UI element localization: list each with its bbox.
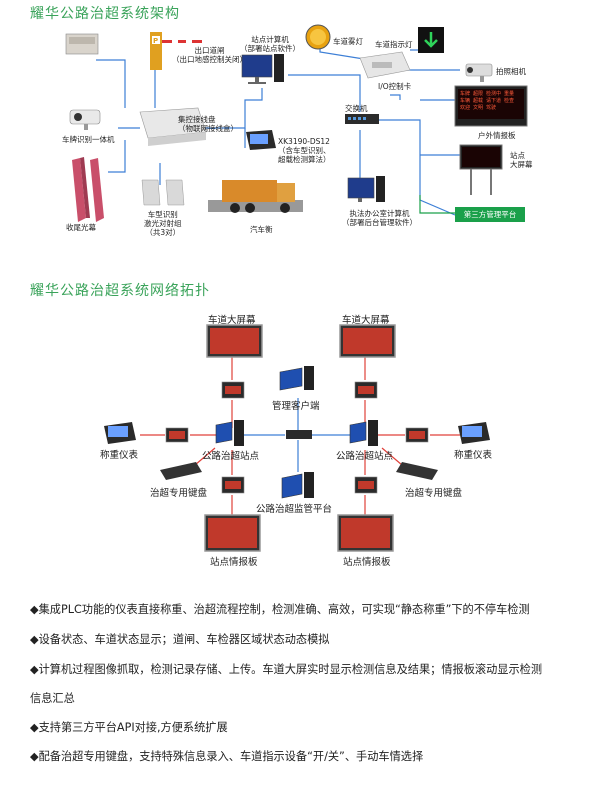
svg-text:P: P	[153, 37, 158, 45]
barrier-label: 出口道闸 （出口地感控制关闭）	[172, 46, 247, 64]
platform-pc-device	[281, 472, 314, 499]
site-pc-label: 站点计算机 （部署站点软件）	[240, 35, 300, 53]
feature-3-continued: 信息汇总	[30, 692, 75, 705]
keyboard-left-device	[160, 462, 202, 480]
feature-5: ◆配备治超专用键盘，支持特殊信息录入、车道指示设备“开/关”、手动车情选择	[30, 750, 424, 763]
light-curtain-label: 收尾光幕	[66, 223, 96, 232]
distribution-box-device	[65, 33, 99, 55]
led-line-2: 车辆 超载 请下道 检查	[460, 98, 515, 104]
weigh-left-label: 称重仪表	[100, 450, 139, 461]
plate-camera-device	[69, 109, 101, 130]
site-computer-left-device	[215, 420, 244, 446]
switch-label: 交换机	[345, 104, 368, 113]
laser-device	[141, 179, 185, 206]
feature-4: ◆支持第三方平台API对接,方便系统扩展	[30, 721, 228, 734]
site-pc-device	[241, 54, 284, 84]
feature-1: ◆集成PLC功能的仪表直接称重、治超流程控制，检测准确、高效，可实现“静态称重”…	[30, 603, 530, 616]
lane-screen-left-label: 车道大屏幕	[208, 315, 256, 326]
capture-camera-device	[465, 63, 493, 82]
board-right-label: 站点情报板	[343, 557, 391, 568]
barrier-device: P	[150, 32, 202, 70]
mgmt-client-label: 管理客户端	[272, 401, 320, 412]
keyboard-right-device	[396, 462, 438, 480]
light-curtain-device	[72, 157, 104, 222]
info-board-right-device	[337, 514, 394, 552]
laser-label: 车型识别 激光对射组 （共3对）	[144, 210, 182, 237]
truck-scale-label: 汽车衡	[250, 225, 273, 234]
site-right-label: 公路治超站点	[336, 451, 394, 462]
led-line-1: 车牌 超限 检测中 重量	[460, 91, 515, 97]
io-card-label: I/O控制卡	[378, 82, 412, 91]
outdoor-info-board-device	[454, 85, 528, 127]
keyboard-left-label: 治超专用键盘	[150, 488, 208, 499]
weighing-instrument-device	[246, 130, 276, 150]
lane-fog-light-device	[305, 24, 331, 50]
office-pc-device	[347, 176, 385, 202]
io-card-device	[359, 51, 411, 79]
platform-label: 公路治超监管平台	[256, 504, 333, 515]
site-big-screen-device	[459, 144, 503, 195]
architecture-diagram: P	[65, 24, 528, 222]
keyboard-right-label: 治超专用键盘	[405, 488, 463, 499]
control-box-device	[139, 107, 207, 146]
lane-screen-left-device	[206, 324, 263, 358]
site-left-label: 公路治超站点	[202, 451, 260, 462]
third-party-platform-box: 第三方管理平台	[455, 207, 525, 222]
led-line-3: 欢迎 文明 驾驶	[460, 105, 497, 111]
board-left-label: 站点情报板	[210, 557, 258, 568]
info-board-label: 户外情报板	[478, 131, 516, 140]
weigh-instrument-left-device	[104, 422, 136, 444]
network-switch-device	[345, 114, 379, 124]
weigh-instrument-right-device	[458, 422, 490, 444]
lane-screen-right-label: 车道大屏幕	[342, 315, 390, 326]
plate-camera-label: 车牌识别一体机	[62, 135, 115, 144]
feature-2: ◆设备状态、车道状态显示；道闸、车检器区域状态动态模拟	[30, 633, 330, 646]
lane-light-label: 车道雾灯	[333, 37, 363, 46]
big-screen-label: 站点 大屏幕	[510, 151, 533, 169]
topology-title: 耀华公路治超系统网络拓扑	[30, 283, 210, 299]
architecture-title: 耀华公路治超系统架构	[30, 6, 180, 22]
info-board-left-device	[204, 514, 261, 552]
office-pc-label: 执法办公室计算机 （部署后台管理软件）	[342, 209, 417, 227]
weigh-right-label: 称重仪表	[454, 450, 493, 461]
topology-diagram	[104, 324, 490, 552]
mgmt-client-device	[279, 366, 314, 391]
control-box-label: 集控接线盘 （物联网接线盒）	[178, 115, 238, 133]
instrument-label: XK3190-DS12 （含车型识别、 超载检测算法）	[278, 137, 331, 164]
feature-3: ◆计算机过程图像抓取，检测记录存储、上传。车道大屏实时显示检测信息及结果；情报板…	[30, 663, 543, 676]
topology-switch-device	[286, 430, 312, 439]
lane-screen-right-device	[339, 324, 396, 358]
lane-indicator-device	[418, 27, 444, 53]
camera-label: 拍照相机	[496, 67, 526, 76]
site-computer-right-device	[349, 420, 378, 446]
truck-device	[208, 180, 303, 213]
lane-indicator-label: 车道指示灯	[375, 40, 413, 49]
